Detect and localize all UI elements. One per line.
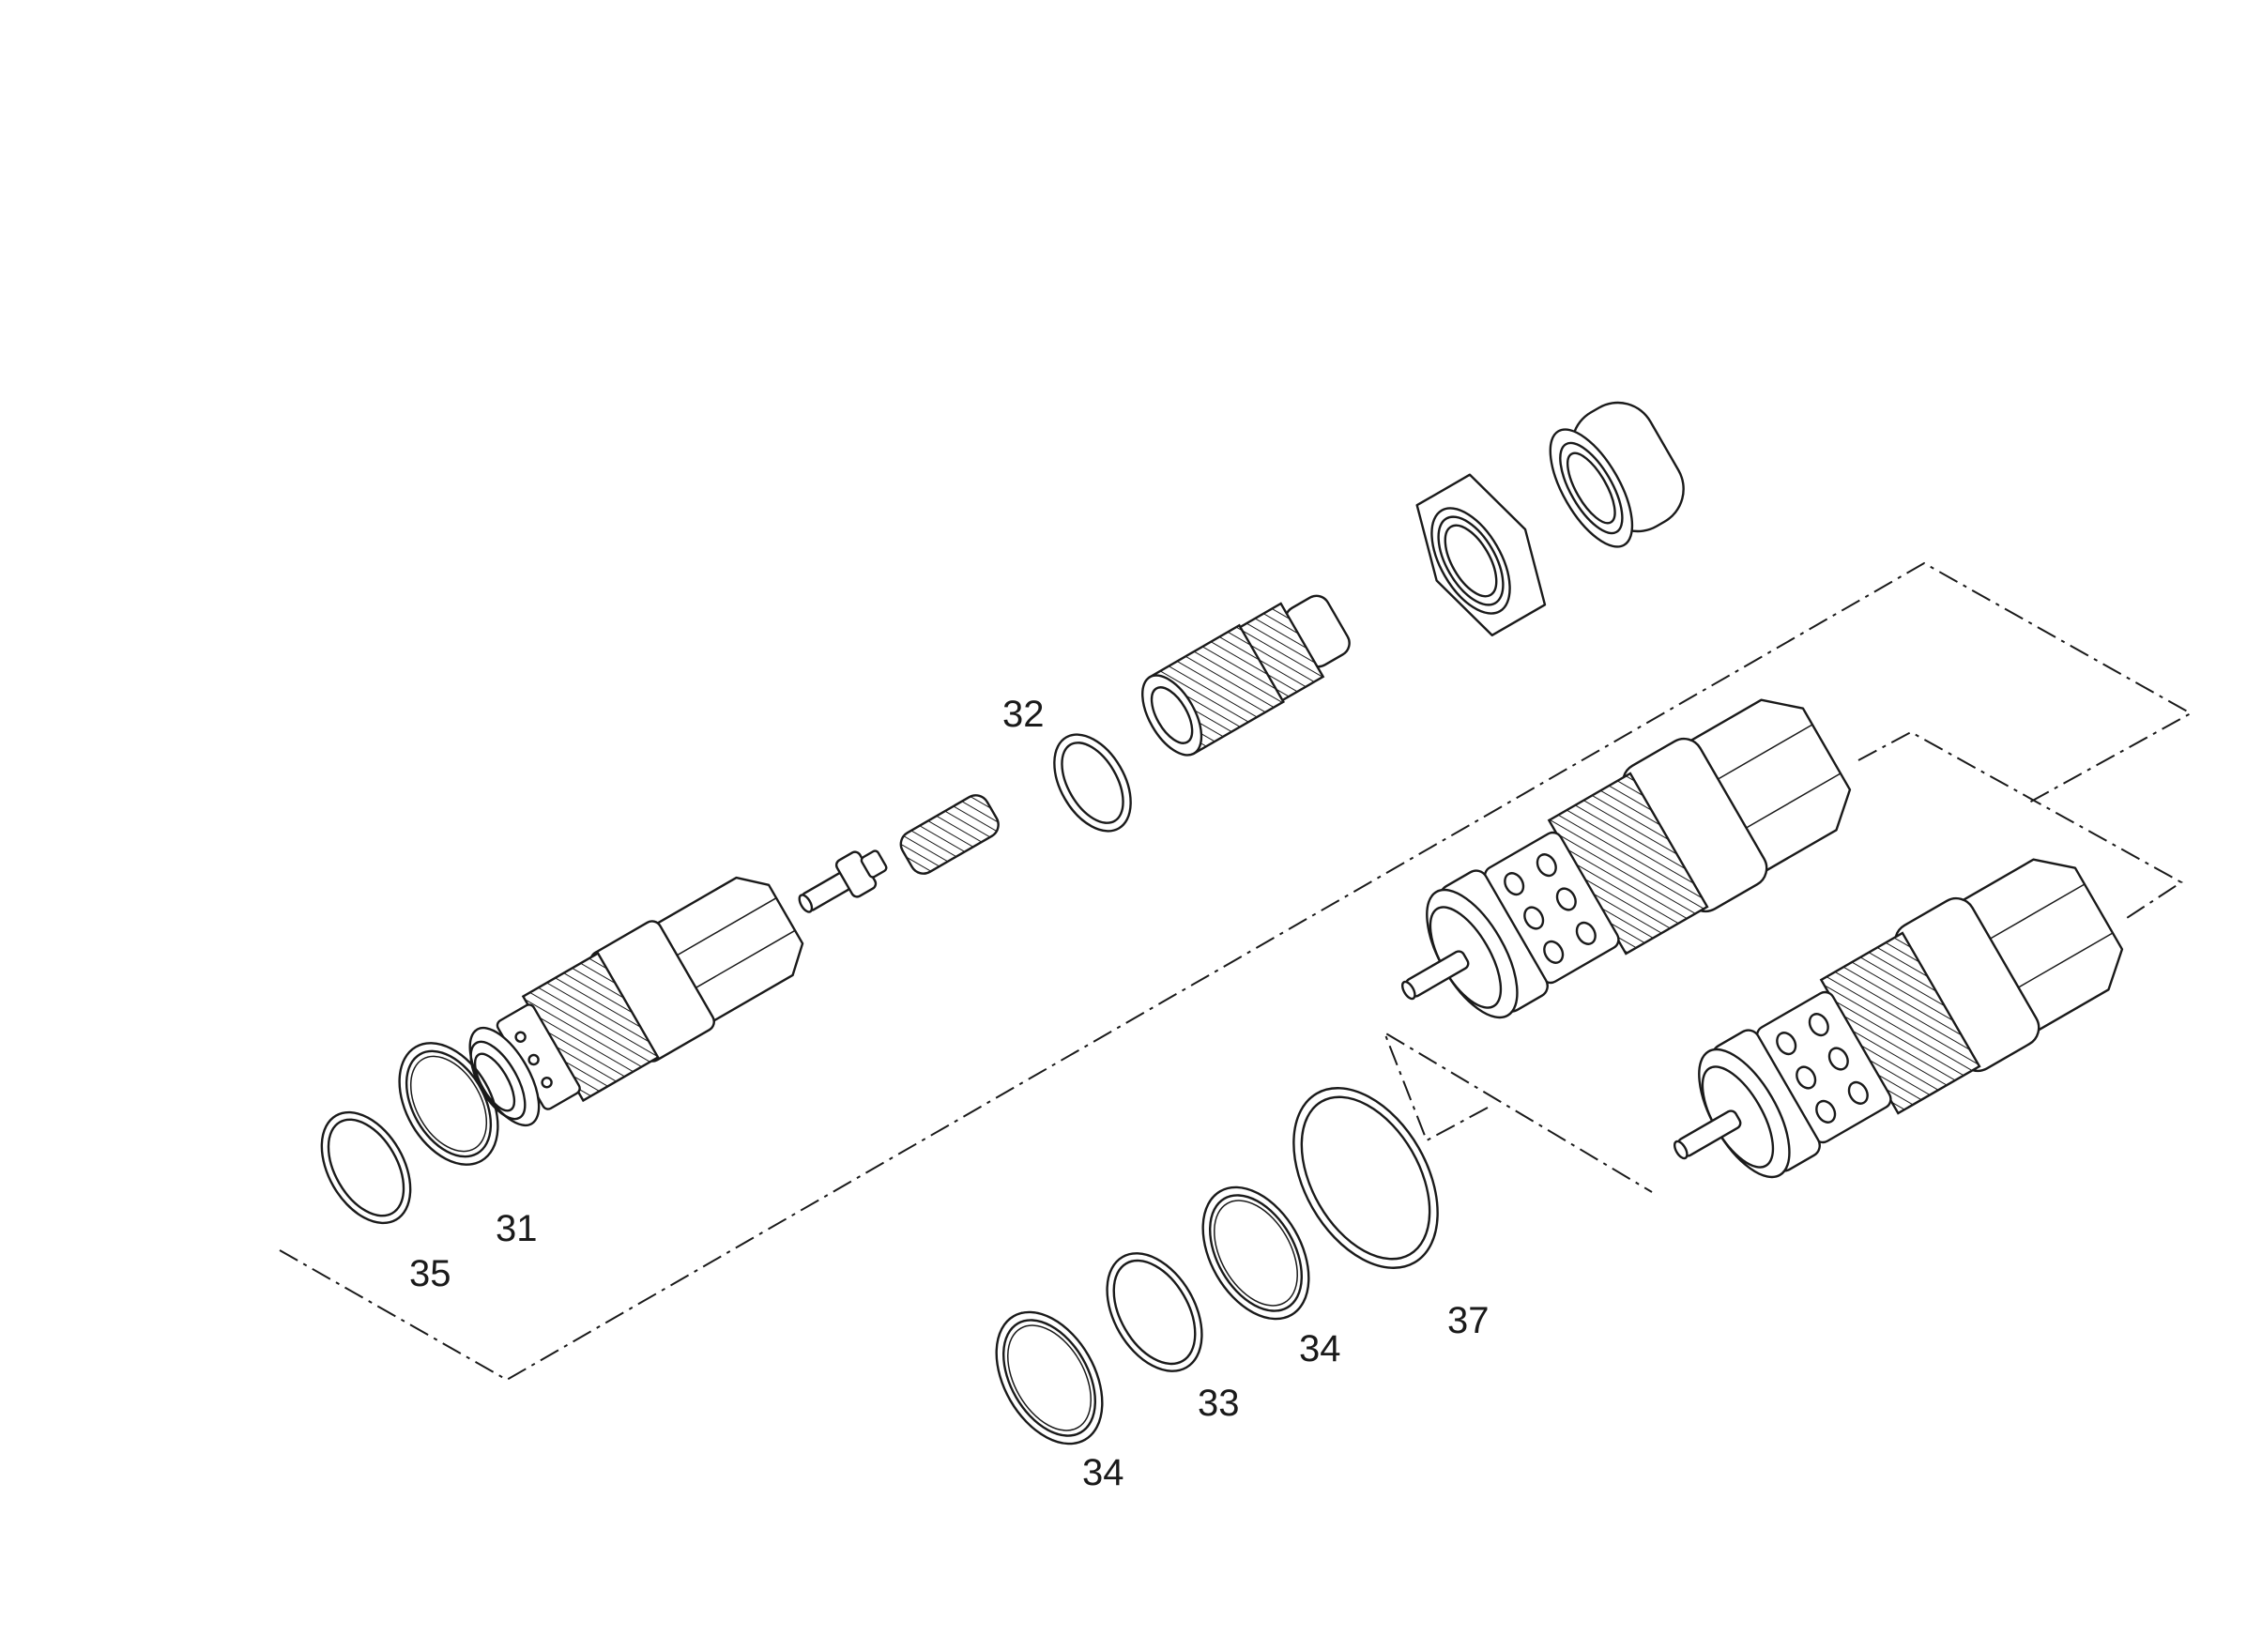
- callout-34-upper: 34: [1299, 1328, 1341, 1369]
- hex-lock-nut: [1415, 473, 1547, 636]
- ring-35: [320, 1110, 412, 1225]
- sealing-rings: [320, 733, 1439, 1446]
- ring-37: [1292, 1087, 1439, 1269]
- callout-37: 37: [1447, 1300, 1490, 1341]
- callout-labels: 32 31 35 37 34 33 34: [409, 694, 1490, 1493]
- guide-line-inner: [1857, 730, 2183, 919]
- callout-35: 35: [409, 1253, 451, 1294]
- callout-31: 31: [496, 1208, 538, 1249]
- callout-33: 33: [1198, 1383, 1240, 1424]
- ring-31: [398, 1042, 499, 1166]
- guide-line-lower: [1383, 1030, 1653, 1193]
- spring: [899, 794, 1000, 875]
- guide-line-outer: [279, 561, 2193, 1382]
- cap: [1549, 401, 1685, 548]
- ring-32: [1053, 733, 1132, 833]
- ring-33: [1106, 1252, 1203, 1372]
- callout-32: 32: [1002, 694, 1045, 735]
- left-valve-cartridge: [468, 876, 804, 1127]
- assembly-guide-lines: [279, 561, 2193, 1382]
- ring-34-upper: [1201, 1185, 1310, 1321]
- right-valve-assembly-lower: [1673, 858, 2124, 1179]
- right-valve-assembly-upper: [1400, 698, 1852, 1019]
- poppet: [798, 849, 888, 913]
- adjusting-screw: [1141, 594, 1351, 757]
- callout-34-lower: 34: [1082, 1452, 1124, 1493]
- ring-34-lower: [995, 1310, 1104, 1446]
